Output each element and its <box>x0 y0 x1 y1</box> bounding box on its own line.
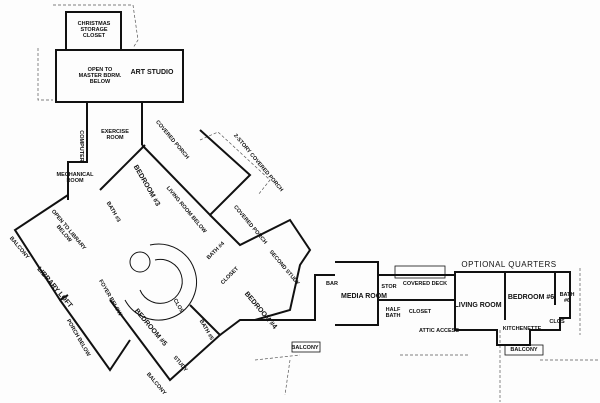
room-label-art-studio: ART STUDIO <box>130 69 174 76</box>
room-label-bedroom-6: BEDROOM #6 <box>507 294 555 301</box>
room-label-balcony-3: BALCONY <box>291 345 319 351</box>
room-label-mechanical-room: MECHANICAL ROOM <box>56 172 94 184</box>
room-label-bar: BAR <box>326 281 338 287</box>
room-label-media-room: MEDIA ROOM <box>340 293 388 300</box>
room-label-christmas-storage: CHRISTMAS STORAGE CLOSET <box>77 21 111 39</box>
room-label-kitchenette: KITCHENETTE <box>502 326 542 332</box>
spiral-stair <box>124 243 197 321</box>
room-label-open-master: OPEN TO MASTER BDRM. BELOW <box>78 67 122 85</box>
room-label-covered-deck: COVERED DECK <box>402 281 448 287</box>
room-label-closet-2: CLOSET <box>408 309 432 315</box>
room-label-living-room: LIVING ROOM <box>454 302 502 309</box>
room-label-computer: COMPUTER <box>78 130 84 162</box>
balconies <box>291 265 544 356</box>
room-label-exercise-room: EXERCISE ROOM <box>101 129 129 141</box>
room-label-half-bath: HALF BATH <box>385 307 401 319</box>
roof-outlines <box>37 4 600 402</box>
room-label-balcony-4: BALCONY <box>510 347 538 353</box>
walls <box>13 11 571 382</box>
room-label-bath-6: BATH #6 <box>559 292 575 304</box>
optional-quarters-heading: OPTIONAL QUARTERS <box>461 260 557 269</box>
room-label-attic-access: ATTIC ACCESS <box>418 328 460 334</box>
room-label-stor: STOR <box>381 284 397 290</box>
room-label-clos-2: CLOS <box>549 319 565 325</box>
